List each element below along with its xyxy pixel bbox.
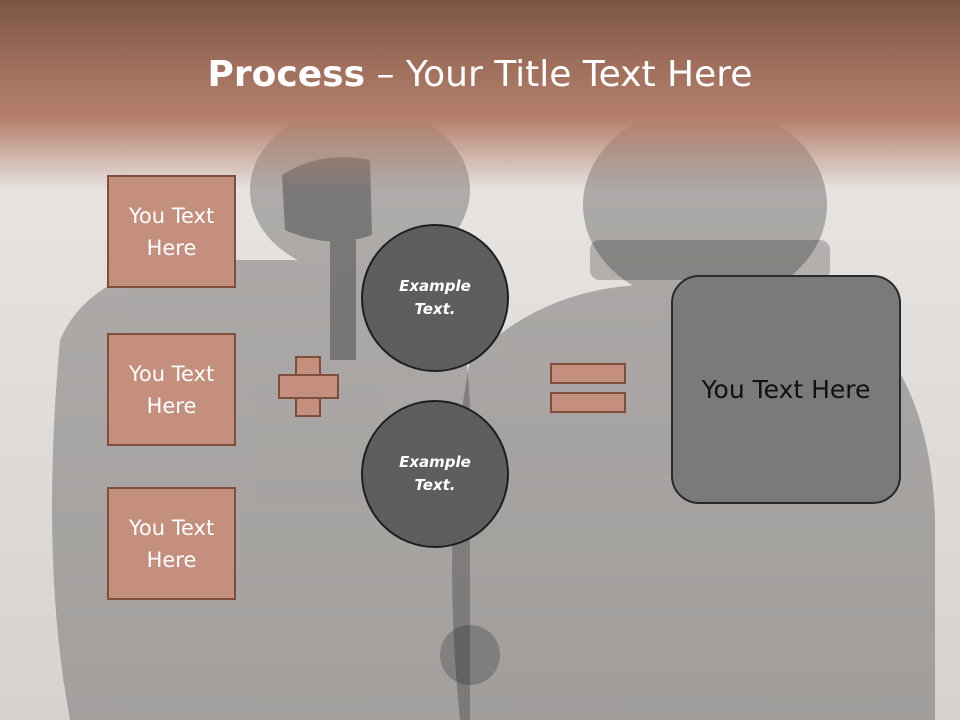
example-circle-2: Example Text. bbox=[361, 400, 509, 548]
header-band bbox=[0, 0, 960, 190]
title-bold: Process bbox=[207, 54, 366, 95]
title-rest: – Your Title Text Here bbox=[365, 54, 753, 95]
text-box-3: You Text Here bbox=[107, 487, 236, 600]
result-box: You Text Here bbox=[671, 275, 901, 504]
text-box-1: You Text Here bbox=[107, 175, 236, 288]
equals-bar-top bbox=[550, 363, 626, 384]
example-circle-1: Example Text. bbox=[361, 224, 509, 372]
plus-center bbox=[297, 376, 319, 397]
slide-title: Process – Your Title Text Here bbox=[0, 52, 960, 98]
equals-bar-bottom bbox=[550, 392, 626, 413]
text-box-2: You Text Here bbox=[107, 333, 236, 446]
